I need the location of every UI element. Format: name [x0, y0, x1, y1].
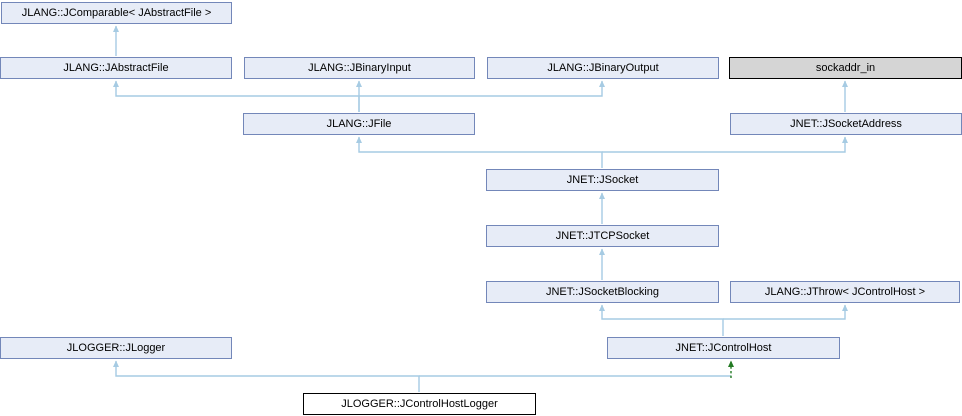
node-sockaddr-in: sockaddr_in — [729, 57, 962, 79]
node-jcomparable[interactable]: JLANG::JComparable< JAbstractFile > — [1, 2, 232, 24]
edge-jcontrolhostlogger-to-jlogger — [113, 360, 420, 392]
node-jfile[interactable]: JLANG::JFile — [243, 113, 475, 135]
node-jlogger[interactable]: JLOGGER::JLogger — [0, 337, 232, 359]
node-jsocketblocking[interactable]: JNET::JSocketBlocking — [486, 281, 719, 303]
node-jthrow[interactable]: JLANG::JThrow< JControlHost > — [730, 281, 960, 303]
node-jbinaryinput[interactable]: JLANG::JBinaryInput — [244, 57, 475, 79]
edge-jcontrolhost-to-jthrow — [723, 304, 848, 320]
node-jcontrolhost[interactable]: JNET::JControlHost — [607, 337, 840, 359]
node-jcontrolhostlogger: JLOGGER::JControlHostLogger — [303, 393, 536, 415]
node-jabstractfile[interactable]: JLANG::JAbstractFile — [0, 57, 232, 79]
node-jbinaryoutput[interactable]: JLANG::JBinaryOutput — [487, 57, 719, 79]
node-jsocket[interactable]: JNET::JSocket — [486, 169, 719, 191]
node-jtcpsocket[interactable]: JNET::JTCPSocket — [486, 225, 719, 247]
edge-jfile-to-jbinaryoutput — [359, 80, 605, 97]
edge-jsocket-to-jsocketaddress — [602, 136, 848, 153]
edge-jsocket-to-jfile — [356, 136, 603, 168]
edge-jfile-to-jabstractfile — [113, 80, 360, 112]
edge-jcontrolhost-to-jsocketblocking — [599, 304, 724, 336]
node-jsocketaddress[interactable]: JNET::JSocketAddress — [730, 113, 962, 135]
